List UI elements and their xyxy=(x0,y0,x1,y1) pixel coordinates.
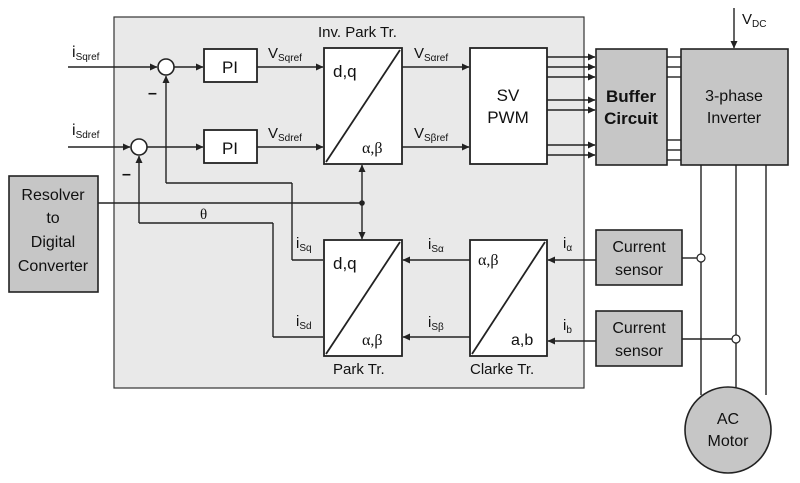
svg-text:Resolver: Resolver xyxy=(21,187,85,204)
label-vsqref: VSqref xyxy=(268,45,302,64)
park-alphabeta-label: α,β xyxy=(362,332,383,349)
label-isb: iSβ xyxy=(428,314,444,333)
clarke-title: Clarke Tr. xyxy=(470,361,534,378)
label-ia: iα xyxy=(563,235,572,254)
svpwm-block: SV PWM xyxy=(469,47,548,165)
current-sensor-a: Current sensor xyxy=(595,229,683,286)
svg-text:to: to xyxy=(46,210,59,227)
sensor-tap-b xyxy=(731,334,741,344)
svg-text:Circuit: Circuit xyxy=(604,109,658,128)
minus-sign-d: – xyxy=(122,166,131,183)
svg-text:Motor: Motor xyxy=(708,433,750,450)
resolver-converter-block: Resolver to Digital Converter xyxy=(8,175,99,293)
svg-text:PI: PI xyxy=(222,58,238,77)
park-block: d,q α,β xyxy=(323,239,403,357)
inv-park-block: d,q α,β xyxy=(323,47,403,165)
svg-text:PWM: PWM xyxy=(487,108,529,127)
buffer-circuit-block: Buffer Circuit xyxy=(595,48,668,166)
park-dq-label: d,q xyxy=(333,254,357,273)
park-title: Park Tr. xyxy=(333,361,385,378)
ac-motor: AC Motor xyxy=(684,386,772,474)
label-ib: ib xyxy=(563,317,572,336)
svg-text:SV: SV xyxy=(497,86,520,105)
sum-junction-d xyxy=(130,138,148,156)
sum-junction-q xyxy=(157,58,175,76)
inv-park-dq-label: d,q xyxy=(333,62,357,81)
sensor-tap-a xyxy=(696,253,706,263)
label-isa: iSα xyxy=(428,236,444,255)
svg-text:Current: Current xyxy=(612,320,666,337)
label-isd: iSd xyxy=(296,313,312,332)
label-isdref: iSdref xyxy=(72,122,100,141)
label-vdc: VDC xyxy=(742,11,766,30)
label-vsdref: VSdref xyxy=(268,125,302,144)
signal-lines xyxy=(68,8,767,395)
label-theta: θ xyxy=(200,207,207,223)
svg-text:Current: Current xyxy=(612,239,666,256)
svg-text:Buffer: Buffer xyxy=(606,87,656,106)
pi-controller-d: PI xyxy=(203,129,258,164)
theta-junction-dot xyxy=(359,200,365,206)
minus-sign-q: – xyxy=(148,85,157,102)
clarke-block: α,β a,b xyxy=(469,239,548,357)
inv-park-title: Inv. Park Tr. xyxy=(318,24,397,41)
svg-text:PI: PI xyxy=(222,139,238,158)
svg-text:AC: AC xyxy=(717,411,739,428)
label-vsbref: VSβref xyxy=(414,125,448,144)
label-isq: iSq xyxy=(296,235,312,254)
inv-park-alphabeta-label: α,β xyxy=(362,140,383,157)
svg-text:3-phase: 3-phase xyxy=(705,88,763,105)
clarke-ab-label: a,b xyxy=(511,332,533,349)
current-sensor-b: Current sensor xyxy=(595,310,683,367)
svg-text:sensor: sensor xyxy=(615,343,664,360)
svg-text:sensor: sensor xyxy=(615,262,664,279)
inverter-block: 3-phase Inverter xyxy=(680,48,789,166)
pi-controller-q: PI xyxy=(203,48,258,83)
label-isqref: iSqref xyxy=(72,44,100,63)
svg-text:Converter: Converter xyxy=(18,258,89,275)
clarke-alphabeta-label: α,β xyxy=(478,252,499,269)
label-vsaref: VSαref xyxy=(414,45,448,64)
svg-text:Inverter: Inverter xyxy=(707,110,762,127)
svg-text:Digital: Digital xyxy=(31,234,75,251)
